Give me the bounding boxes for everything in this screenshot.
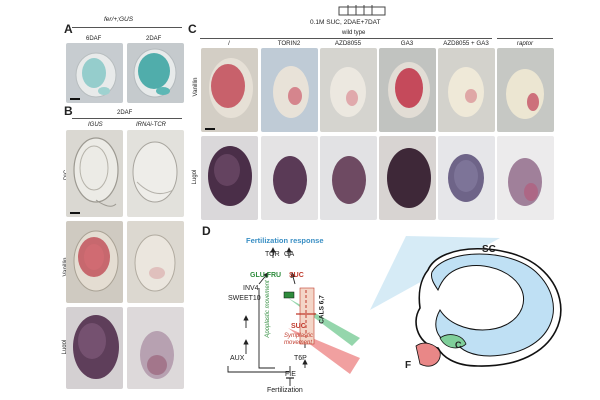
symplastic-channel [299, 287, 315, 345]
panel-c-lugol-raptor [497, 136, 554, 220]
panel-a-genotype: fer/+;GUS [104, 16, 134, 23]
panel-b-image-vanillin-irnai [127, 221, 184, 303]
panel-c-vanillin-ga3 [379, 48, 436, 132]
panel-d-label: D [202, 224, 211, 238]
panel-c-lugol-ga3 [379, 136, 436, 220]
panel-a-image-2daf [127, 43, 184, 103]
node-aux: AUX [230, 355, 245, 362]
transporter-box [283, 291, 295, 299]
panel-a-col-6daf: 6DAF [86, 36, 102, 42]
c-region [439, 334, 467, 349]
panel-c-col-azd8055: AZD8055 [334, 40, 362, 47]
panel-c-lugol-torin2 [261, 136, 318, 220]
region-c-label: C [455, 340, 462, 350]
panel-b-image-dic-igus [66, 130, 123, 217]
panel-c-row-lugol: Lugol [192, 169, 198, 185]
panel-a-rule [72, 27, 182, 28]
panel-b-image-vanillin-igus [66, 221, 123, 303]
panel-b-scale-bar [70, 212, 80, 214]
panel-c-col-azd-ga3: AZD8055 + GA3 [443, 40, 489, 47]
panel-c-lugol-azd8055 [320, 136, 377, 220]
panel-b-timepoint: 2DAF [117, 110, 133, 116]
f-region [415, 342, 441, 367]
node-glu-fru: GLU,FRU [250, 272, 282, 279]
panel-c-vanillin-control [201, 48, 258, 132]
panel-c-vanillin-torin2 [261, 48, 318, 132]
plate-icon [338, 4, 386, 18]
node-ga: GA [284, 251, 295, 258]
panel-a-label: A [64, 22, 73, 36]
node-tor: TOR [265, 251, 280, 258]
node-symplastic: Symplastic movement [284, 333, 314, 346]
panel-a-col-2daf: 2DAF [146, 36, 162, 42]
panel-b-col-irnai: IRNAi-TCR [136, 122, 166, 128]
node-inv4: INV4 [243, 285, 259, 292]
panel-c-col-raptor: raptor [516, 40, 534, 47]
panel-b-label: B [64, 104, 73, 118]
node-t6p: T6P [294, 355, 307, 362]
panel-c-condition: 0.1M SUC, 2DAE+7DAT [310, 19, 381, 26]
region-f-label: F [405, 360, 412, 371]
node-suc-bottom: SUC [291, 323, 306, 330]
panel-c-label: C [188, 22, 197, 36]
panel-c-group-label: wild type [342, 30, 366, 36]
node-sweet10: SWEET10 [228, 295, 261, 302]
panel-c-col-ga3: GA3 [400, 40, 414, 47]
panel-b-col-igus: IGUS [88, 122, 103, 128]
panel-b-image-dic-irnai [127, 130, 184, 217]
panel-d-title: Fertilization response [246, 236, 324, 245]
node-cals: CALS 6,7 [318, 295, 326, 324]
panel-a-scale-bar [70, 98, 80, 100]
panel-c-col-torin2: TORIN2 [277, 40, 301, 47]
panel-a-image-6daf [66, 43, 123, 103]
node-fertilization: Fertilization [267, 387, 303, 394]
panel-c-row-vanillin: Vanillin [193, 77, 199, 97]
panel-c-scale-bar [205, 128, 215, 130]
panel-c-vanillin-azd-ga3 [438, 48, 495, 132]
panel-c-lugol-control [201, 136, 258, 220]
panel-c-group-rule [200, 38, 492, 39]
panel-b-rule [72, 118, 182, 119]
panel-b-image-lugol-irnai [127, 307, 184, 389]
panel-b-image-lugol-igus [66, 307, 123, 389]
node-apoplastic: Apoplastic movement [265, 280, 271, 338]
node-fie: FIE [285, 371, 296, 378]
panel-c-vanillin-raptor [497, 48, 554, 132]
panel-c-raptor-rule [497, 38, 553, 39]
panel-d-diagram [227, 236, 562, 386]
region-sc-label: SC [482, 244, 496, 255]
panel-c-col-control: / [228, 40, 230, 47]
panel-c-vanillin-azd8055 [320, 48, 377, 132]
panel-c-lugol-azd-ga3 [438, 136, 495, 220]
node-suc-top: SUC [289, 272, 304, 279]
sc-region [431, 253, 554, 357]
